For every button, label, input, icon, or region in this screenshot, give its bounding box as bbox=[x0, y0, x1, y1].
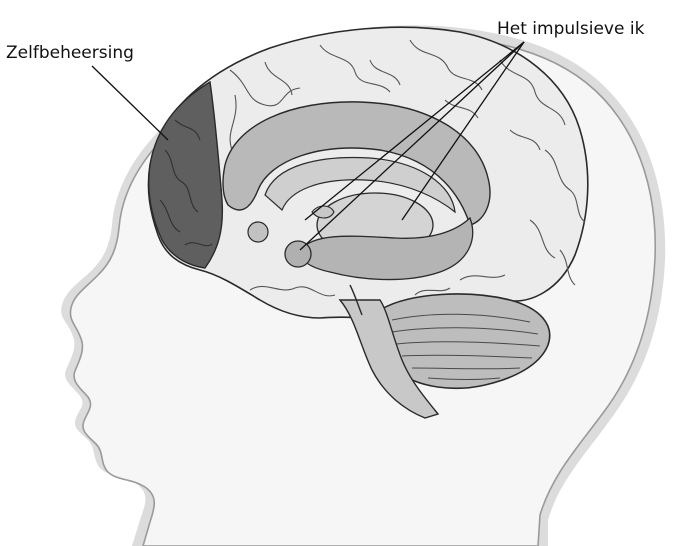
amygdala bbox=[285, 241, 311, 267]
small-nucleus bbox=[248, 222, 268, 242]
label-self-control: Zelfbeheersing bbox=[6, 45, 134, 62]
label-impulsive-self: Het impulsieve ik bbox=[497, 21, 644, 38]
leader-line-self-control bbox=[92, 66, 168, 140]
